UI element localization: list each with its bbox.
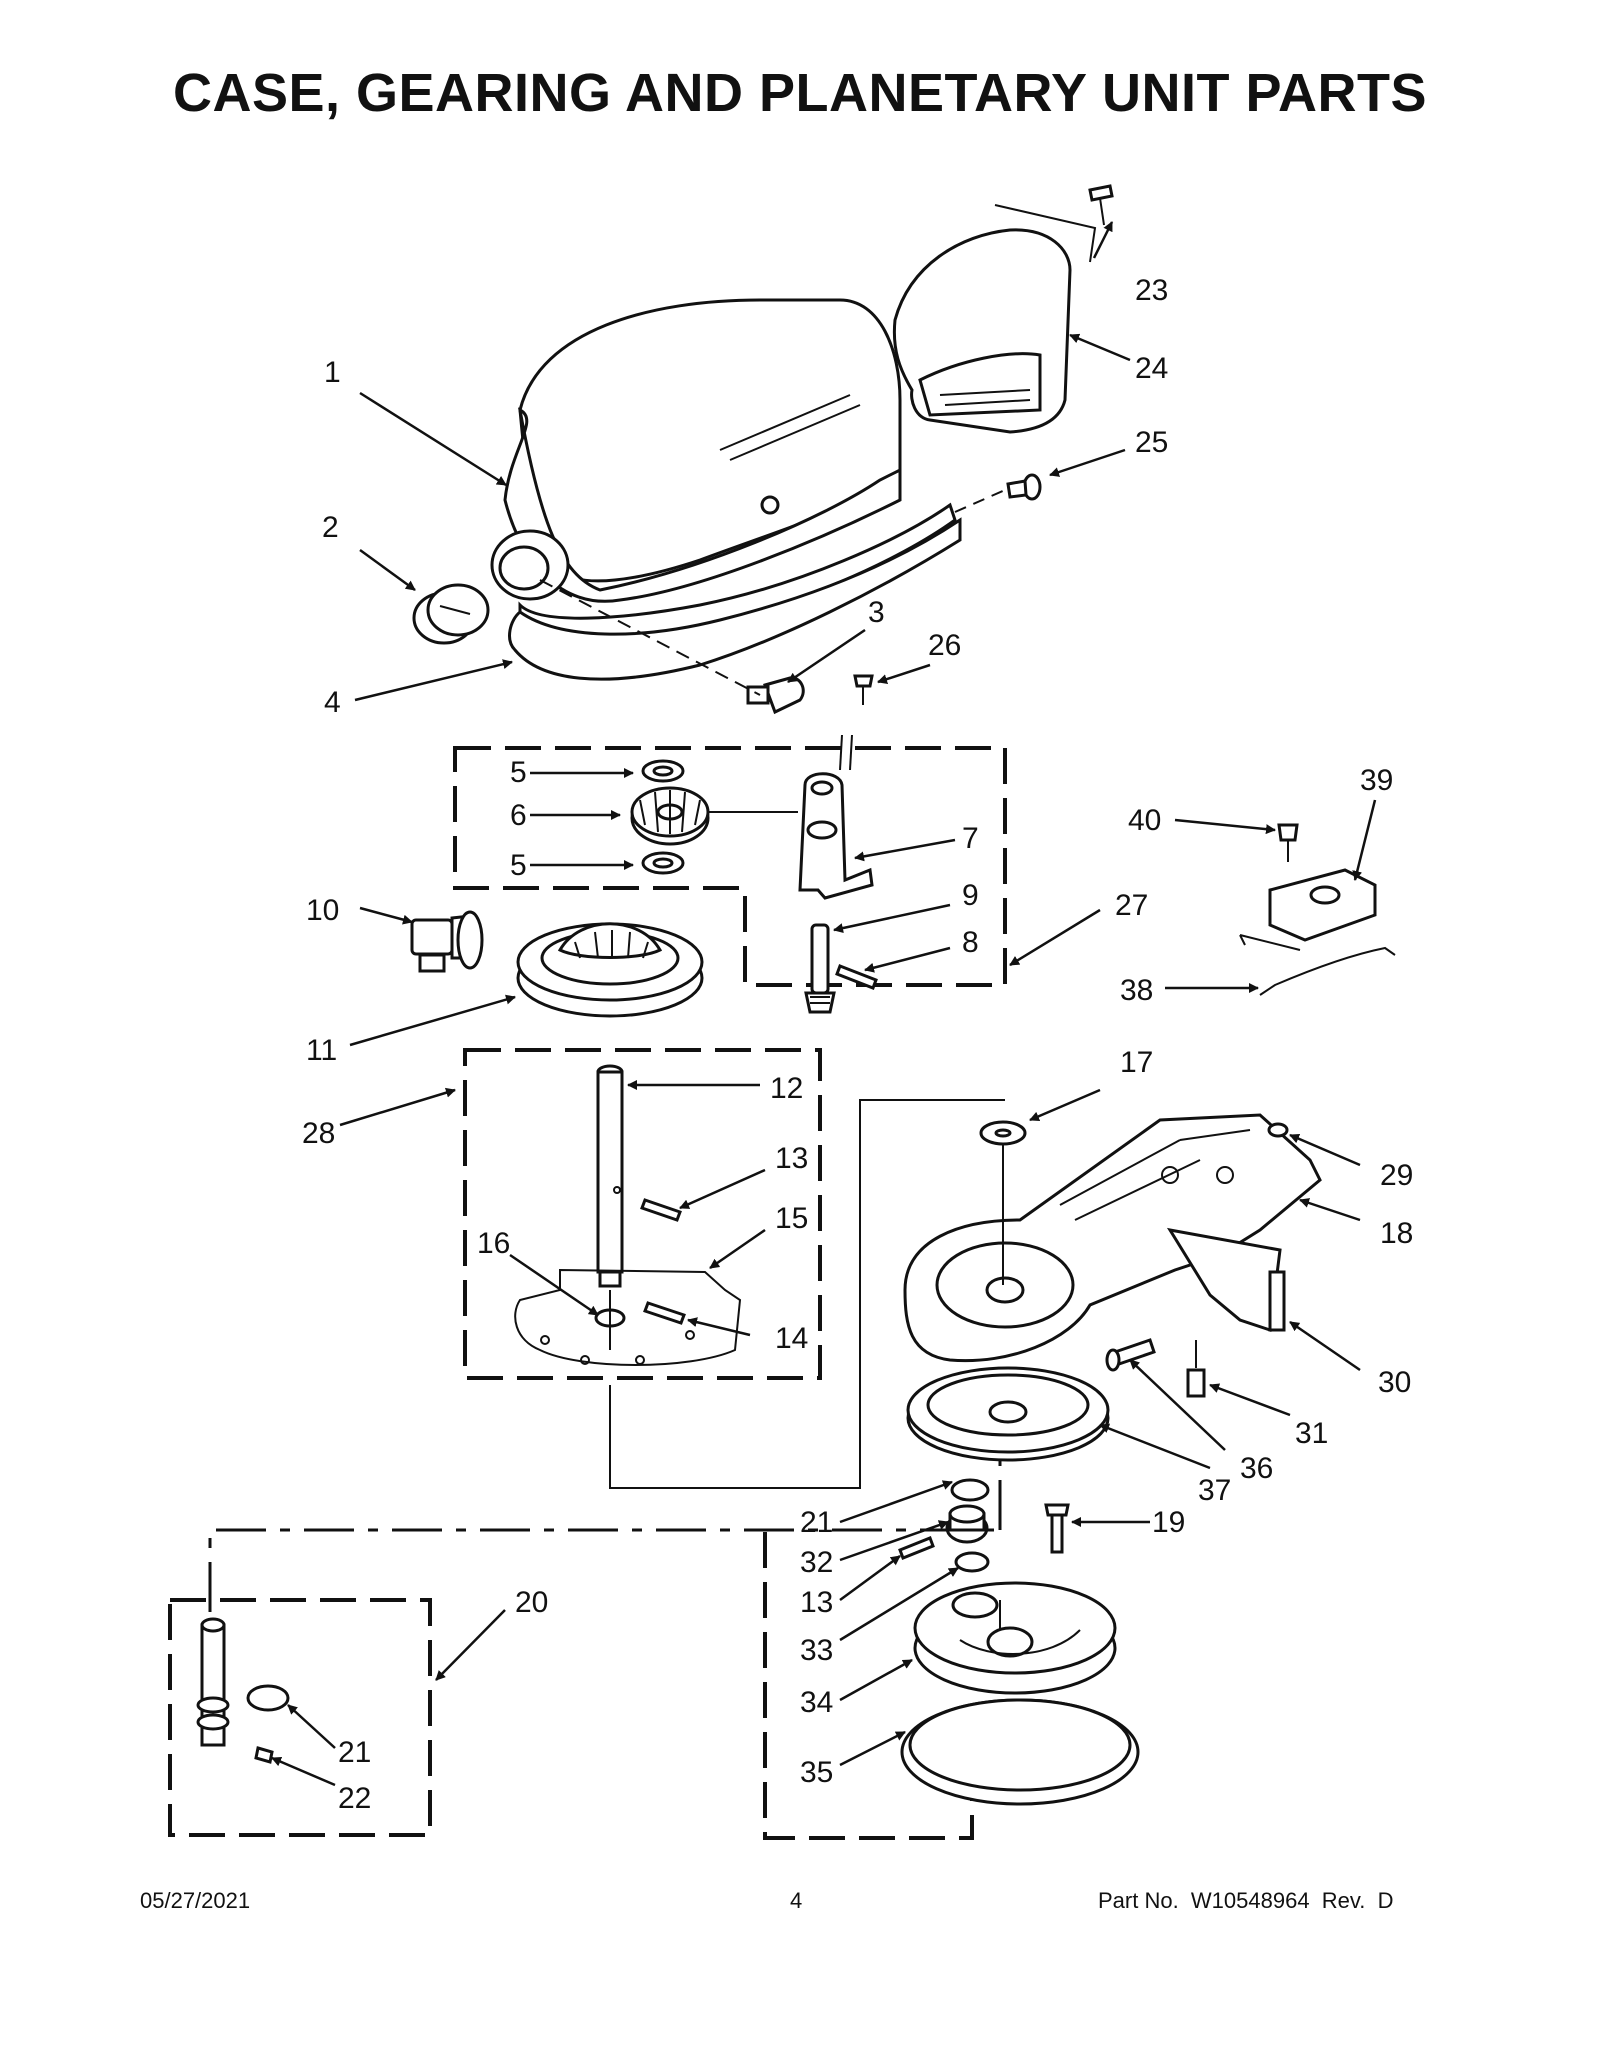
callout-39: 39: [1360, 764, 1393, 797]
switch-assembly-39-part: [1239, 868, 1377, 951]
callout-14: 14: [775, 1322, 808, 1355]
pin-8-part: [835, 964, 878, 990]
screw-36-part: [1105, 1338, 1156, 1372]
callout-31: 31: [1295, 1417, 1328, 1450]
trim-band-part: [508, 517, 962, 681]
callout-4: 4: [324, 686, 341, 719]
washer-33-part: [954, 1551, 990, 1573]
assembly-28-box: [463, 1048, 822, 1380]
nut-29-part: [1267, 1122, 1289, 1138]
callout-6: 6: [510, 799, 527, 832]
callout-5b: 5: [510, 849, 527, 882]
callout-11: 11: [306, 1034, 337, 1067]
shaft-12-part: [596, 1064, 624, 1288]
screw-26-part: [853, 674, 874, 705]
main-gear-11-part: [516, 922, 704, 1018]
screw-19-part: [1044, 1503, 1070, 1554]
callout-16: 16: [477, 1227, 510, 1260]
ring-gear-37-part: [906, 1366, 1110, 1462]
footer-part-number: Part No. W10548964 Rev. D: [1098, 1888, 1394, 1913]
washer-5-upper-part: [641, 759, 685, 783]
callout-labels: 1 2 3 4 5 6 5 7 9 8 10 11 12 13 15 16 14…: [302, 274, 1413, 1815]
bevel-gear-10-part: [410, 910, 484, 973]
callout-22: 22: [338, 1782, 371, 1815]
rear-cover-part: [892, 228, 1072, 434]
worm-gear-6-part: [630, 786, 710, 846]
assembly-20-box: [168, 1598, 432, 1837]
callout-23: 23: [1135, 274, 1168, 307]
shaft-9-part: [804, 923, 836, 1014]
callout-37: 37: [1198, 1474, 1231, 1507]
planetary-shaft-20-part: [196, 1617, 230, 1747]
bolt-30-part: [1268, 1270, 1286, 1332]
callout-10: 10: [306, 894, 339, 927]
assembly-18-box: [763, 1532, 974, 1840]
callout-21b: 21: [800, 1506, 833, 1539]
callout-29: 29: [1380, 1159, 1413, 1192]
callout-7: 7: [962, 822, 979, 855]
callout-21a: 21: [338, 1736, 371, 1769]
motor-housing-part: [490, 298, 957, 640]
callout-1: 1: [324, 356, 341, 389]
screw-25-part: [1006, 473, 1042, 501]
callout-17: 17: [1120, 1046, 1153, 1079]
page-title: CASE, GEARING AND PLANETARY UNIT PARTS: [172, 63, 1428, 123]
callout-9: 9: [962, 879, 979, 912]
callout-3: 3: [868, 596, 885, 629]
planetary-gear-32-part: [945, 1504, 989, 1544]
callout-32: 32: [800, 1546, 833, 1579]
thumb-screw-part: [746, 676, 805, 715]
pin-22-part: [254, 1746, 274, 1764]
callout-40: 40: [1128, 804, 1161, 837]
leader-lines: [271, 221, 1377, 1787]
callout-35: 35: [800, 1756, 833, 1789]
callout-30: 30: [1378, 1366, 1411, 1399]
callout-24: 24: [1135, 352, 1168, 385]
pin-13b-part: [898, 1536, 935, 1560]
callout-20: 20: [515, 1586, 548, 1619]
ring-35-part: [900, 1698, 1140, 1806]
screw-40-part: [1277, 823, 1299, 862]
callout-34: 34: [800, 1686, 833, 1719]
pin-13-part: [640, 1198, 682, 1222]
set-screw-31-part: [1186, 1368, 1206, 1398]
callout-2: 2: [322, 511, 339, 544]
hub-cap-part: [412, 583, 490, 645]
retaining-ring-21b-part: [950, 1478, 990, 1502]
callout-5a: 5: [510, 756, 527, 789]
pin-14-part: [643, 1301, 686, 1325]
callout-36: 36: [1240, 1452, 1273, 1485]
washer-5-lower-part: [641, 851, 685, 875]
callout-26: 26: [928, 629, 961, 662]
assembly-27-box: [453, 746, 1007, 987]
callout-18: 18: [1380, 1217, 1413, 1250]
screw-23-part: [1088, 184, 1114, 226]
gear-case-18-part: [903, 1113, 1322, 1363]
callout-15: 15: [775, 1202, 808, 1235]
wire-38-part: [1259, 946, 1396, 996]
footer-page-number: 4: [790, 1888, 803, 1913]
callout-8: 8: [962, 926, 979, 959]
gear-bracket-7-part: [798, 734, 874, 900]
gasket-15-part: [514, 1268, 742, 1366]
callout-12: 12: [770, 1072, 803, 1105]
callout-33: 33: [800, 1634, 833, 1667]
callout-28: 28: [302, 1117, 335, 1150]
retaining-ring-21-part: [246, 1684, 290, 1712]
callout-13b: 13: [800, 1586, 833, 1619]
callout-13a: 13: [775, 1142, 808, 1175]
callout-27: 27: [1115, 889, 1148, 922]
washer-17-part: [979, 1120, 1027, 1146]
callout-38: 38: [1120, 974, 1153, 1007]
footer-date: 05/27/2021: [140, 1888, 251, 1913]
callout-25: 25: [1135, 426, 1168, 459]
planetary-34-part: [913, 1581, 1117, 1695]
callout-19: 19: [1152, 1506, 1185, 1539]
